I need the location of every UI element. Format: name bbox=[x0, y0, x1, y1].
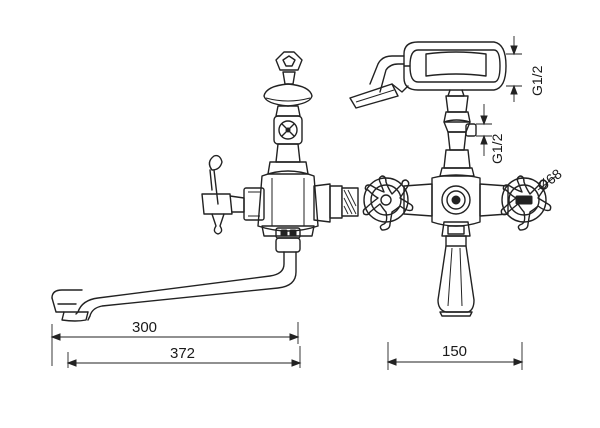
handshower bbox=[349, 55, 409, 109]
dimension-label-372: 372 bbox=[170, 345, 195, 362]
dimension-line-150 bbox=[386, 358, 524, 366]
thread-label-inlet: G1/2 bbox=[489, 133, 505, 164]
riser-column bbox=[439, 95, 477, 177]
cross-handle-left bbox=[201, 154, 265, 235]
cross-handle-front-right bbox=[500, 175, 552, 231]
wall-connector bbox=[313, 183, 359, 223]
valve-body bbox=[257, 143, 319, 239]
diverter-knob bbox=[273, 115, 303, 145]
side-view-tap bbox=[51, 51, 359, 322]
spout bbox=[51, 237, 301, 322]
handshower-handle bbox=[403, 41, 507, 97]
side-view-dimensions: 300 372 bbox=[50, 319, 302, 368]
shower-outlet-cap bbox=[275, 51, 303, 85]
front-view-dimensions: 150 bbox=[386, 342, 524, 370]
dimension-line-300 bbox=[50, 333, 300, 341]
spout-front bbox=[437, 221, 475, 317]
front-view-tap bbox=[349, 41, 552, 317]
mixer-body bbox=[403, 174, 509, 227]
thread-label-handshower: G1/2 bbox=[529, 65, 545, 96]
thread-callouts: G1/2 G1/2 Ø68 bbox=[476, 36, 565, 194]
cross-handle-front-left bbox=[362, 175, 414, 231]
dimension-label-150: 150 bbox=[442, 343, 467, 360]
shower-outlet-flange bbox=[263, 83, 313, 117]
dimension-line-372 bbox=[66, 359, 302, 367]
dimension-label-300: 300 bbox=[132, 319, 157, 336]
